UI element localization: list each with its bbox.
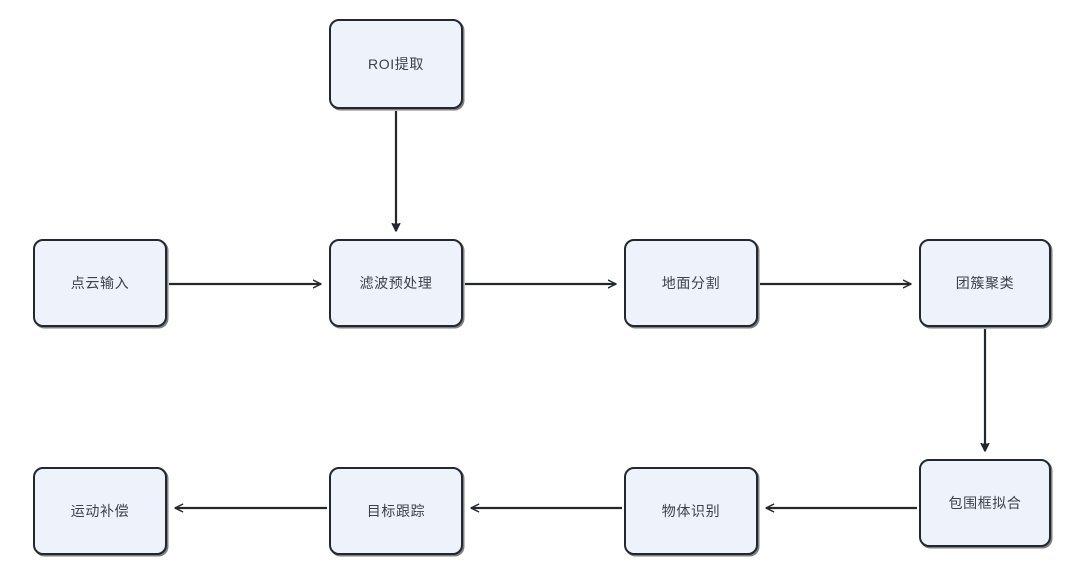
- node-roi-extraction[interactable]: ROI提取: [329, 19, 463, 109]
- node-label: 包围框拟合: [948, 494, 1022, 511]
- node-target-tracking[interactable]: 目标跟踪: [329, 467, 463, 555]
- node-ground-segmentation[interactable]: 地面分割: [624, 239, 758, 327]
- node-label: 运动补偿: [70, 502, 130, 519]
- node-object-recognition[interactable]: 物体识别: [624, 467, 758, 555]
- node-label: 目标跟踪: [366, 502, 426, 519]
- node-label: ROI提取: [368, 55, 424, 72]
- node-bounding-box-fitting[interactable]: 包围框拟合: [919, 459, 1051, 547]
- node-filter-preprocessing[interactable]: 滤波预处理: [329, 239, 463, 327]
- node-label: 团簇聚类: [955, 274, 1015, 291]
- node-label: 地面分割: [661, 274, 721, 291]
- node-label: 物体识别: [661, 502, 721, 519]
- node-label: 点云输入: [70, 274, 130, 291]
- node-cluster-clustering[interactable]: 团簇聚类: [919, 239, 1051, 327]
- node-motion-compensation[interactable]: 运动补偿: [33, 467, 167, 555]
- node-label: 滤波预处理: [359, 274, 433, 291]
- node-point-cloud-input[interactable]: 点云输入: [33, 239, 167, 327]
